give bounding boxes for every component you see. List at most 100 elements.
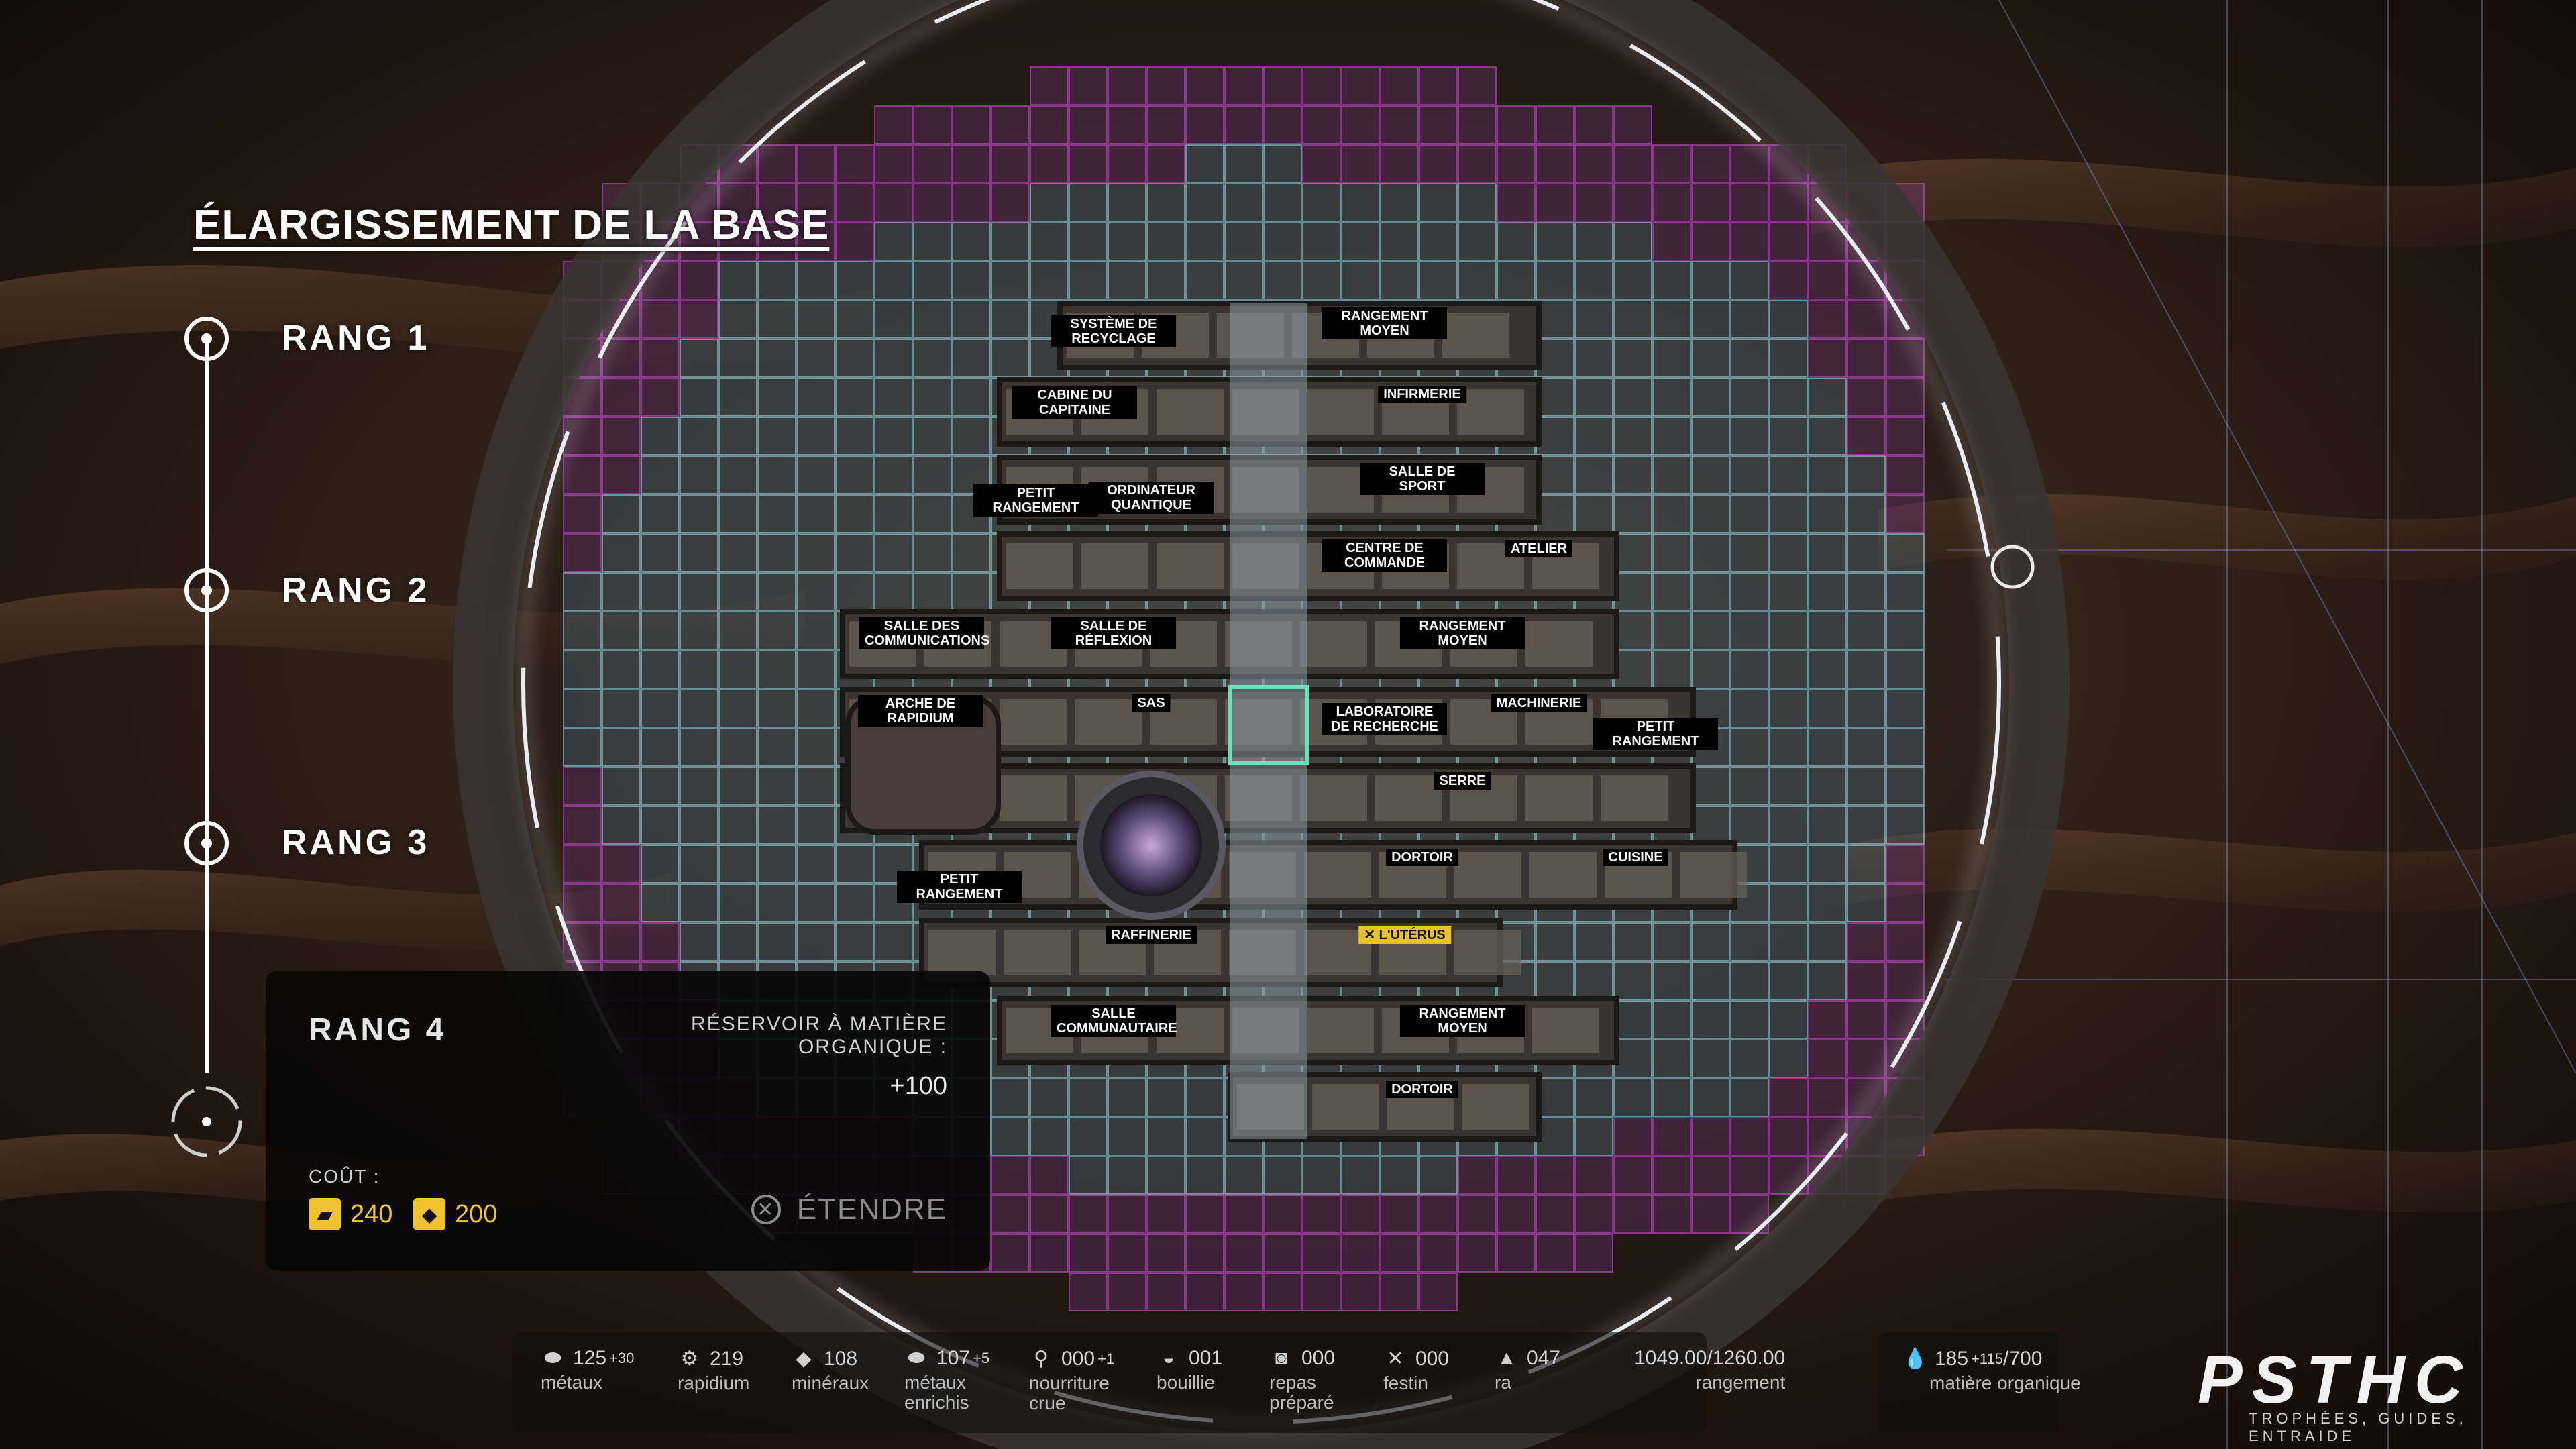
room-label[interactable]: RAFFINERIE [1106,926,1197,944]
grid-cell-rank4 [563,494,602,533]
grid-cell [680,455,718,494]
room-label[interactable]: CUISINE [1603,849,1668,866]
grid-cell [1652,650,1691,689]
grid-cell [1769,455,1808,494]
rank-1-label[interactable]: RANG 1 [282,319,430,358]
rank-timeline [171,317,242,1157]
rank-4-panel: RANG 4 RÉSERVOIR À MATIÈRE ORGANIQUE : +… [266,971,990,1271]
room-interior [1525,775,1593,821]
room-label[interactable]: SAS [1132,694,1171,712]
grid-cell [641,650,680,689]
grid-cell [1769,417,1808,455]
room-label[interactable]: PETIT RANGEMENT [1593,718,1718,750]
grid-cell [1574,922,1613,961]
grid-cell-rank4 [1769,1078,1808,1117]
grid-cell [1886,767,1925,806]
rank-node-4[interactable] [171,1086,242,1157]
grid-cell [1847,767,1886,806]
grid-cell-rank4 [1497,1195,1536,1234]
grid-cell-rank4 [1691,183,1730,222]
grid-cell-rank4 [1380,144,1419,183]
grid-cell-rank4 [991,183,1030,222]
extend-label: ÉTENDRE [796,1193,947,1226]
resource-value: 219 [710,1347,744,1370]
grid-cell [757,767,796,806]
grid-cell [1108,1117,1146,1156]
room-label[interactable]: PETIT RANGEMENT [973,484,1098,517]
grid-cell [563,689,602,728]
grid-cell [1224,183,1263,222]
grid-cell [757,728,796,767]
room-interior [1307,389,1374,435]
grid-cell [680,533,718,572]
selected-cell[interactable] [1228,685,1309,765]
room-label[interactable]: PETIT RANGEMENT [897,871,1022,903]
grid-cell [1613,572,1652,611]
grid-cell-rank4 [1419,1273,1458,1311]
room-label[interactable]: SERRE [1434,772,1491,790]
grid-cell [718,494,757,533]
room-label[interactable]: SALLE DES COMMUNICATIONS [859,617,989,649]
room-label[interactable]: ✕ L'UTÉRUS [1358,926,1451,944]
room-interior [1157,543,1224,589]
grid-cell-rank4 [1069,66,1108,105]
grid-cell [1691,922,1730,961]
reactor-porthole [1077,771,1226,920]
room-label[interactable]: ATELIER [1505,540,1573,557]
rank-3-label[interactable]: RANG 3 [282,823,430,862]
grid-cell-rank4 [991,144,1030,183]
extend-button[interactable]: ✕ ÉTENDRE [751,1193,947,1226]
grid-cell [1730,611,1769,650]
room-label[interactable]: SYSTÈME DE RECYCLAGE [1051,315,1176,347]
resource-value: 125 [573,1347,607,1369]
grid-cell [718,806,757,845]
room-label[interactable]: MACHINERIE [1491,694,1587,712]
room-interior [1075,699,1142,745]
room-label[interactable]: SALLE COMMUNAUTAIRE [1051,1005,1177,1037]
grid-cell [1380,183,1419,222]
room-label[interactable]: SALLE DE RÉFLEXION [1051,617,1176,649]
grid-cell-rank4 [1419,1234,1458,1273]
grid-cell-rank4 [1224,1195,1263,1234]
grid-cell [874,261,913,300]
room-label[interactable]: INFIRMERIE [1378,386,1466,403]
room-label[interactable]: SALLE DE SPORT [1360,463,1485,495]
rank-node-3[interactable] [184,821,229,865]
grid-cell-rank4 [1458,1234,1497,1273]
grid-cell [757,922,796,961]
grid-cell [1613,1039,1652,1078]
room-label[interactable]: LABORATOIRE DE RECHERCHE [1322,703,1447,735]
room-label[interactable]: RANGEMENT MOYEN [1400,1005,1525,1037]
grid-cell-rank4 [1886,845,1925,883]
grid-cell [796,767,835,806]
grid-cell-rank4 [1458,1195,1497,1234]
grid-cell [1847,494,1886,533]
grid-cell [1497,222,1536,261]
grid-cell-rank4 [1652,1156,1691,1195]
grid-cell-rank4 [1847,300,1886,339]
room-label[interactable]: RANGEMENT MOYEN [1322,307,1447,339]
room-label[interactable]: ARCHE DE RAPIDIUM [858,695,983,727]
rank-node-2[interactable] [184,568,229,612]
room-label[interactable]: ORDINATEUR QUANTIQUE [1089,482,1214,514]
grid-cell [1691,455,1730,494]
grid-cell [874,455,913,494]
room-label[interactable]: DORTOIR [1386,1081,1458,1098]
grid-cell-rank4 [1108,1273,1146,1311]
grid-cell [874,494,913,533]
grid-cell-rank4 [718,183,757,222]
grid-cell [1419,261,1458,300]
organic-value: 185 [1935,1347,1969,1370]
room-label[interactable]: DORTOIR [1386,849,1458,866]
grid-cell [1380,261,1419,300]
grid-cell [835,922,874,961]
room-label[interactable]: CENTRE DE COMMANDE [1322,539,1447,572]
grid-cell [1069,183,1108,222]
room-label[interactable]: CABINE DU CAPITAINE [1012,386,1137,419]
grid-cell [1730,806,1769,845]
room-label[interactable]: RANGEMENT MOYEN [1400,617,1525,649]
rank-node-1[interactable] [184,317,229,361]
grid-cell [680,689,718,728]
rank-2-label[interactable]: RANG 2 [282,571,430,610]
grid-cell [913,572,952,611]
